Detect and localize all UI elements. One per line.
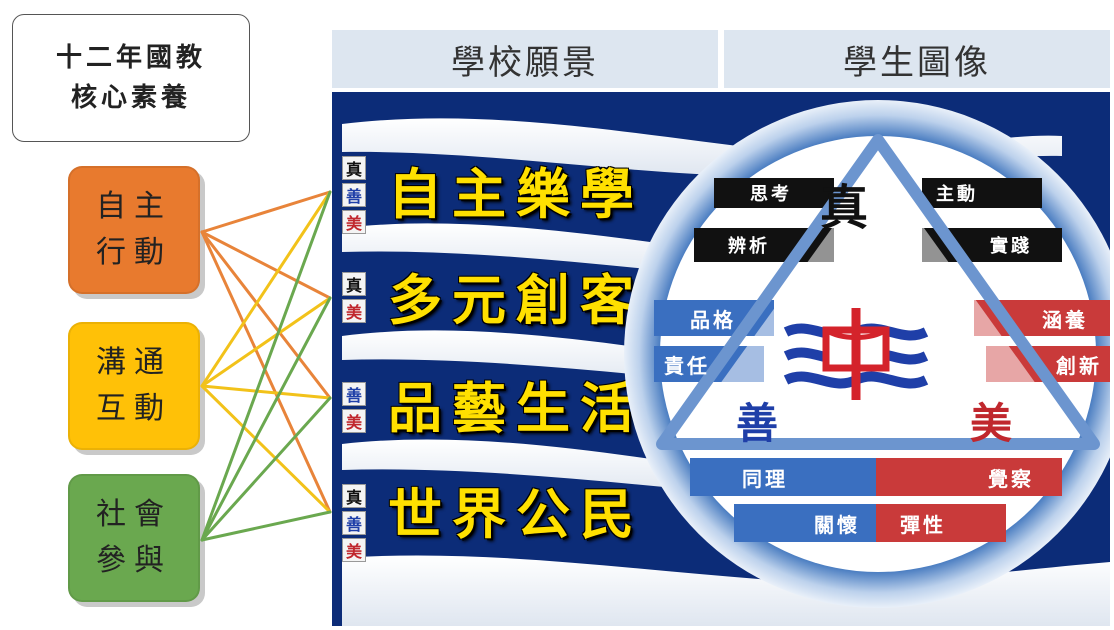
band-empathy: [690, 458, 876, 496]
trait-responsibility: 責任: [664, 353, 710, 378]
core-line-2: 核心素養: [70, 83, 191, 113]
wave-band: [342, 555, 1110, 626]
trait-awareness: 覺察: [988, 466, 1034, 491]
core-competency-box: 十二年國教 核心素養: [12, 14, 250, 142]
trait-flexibility: 彈性: [900, 512, 946, 537]
tag-beauty: 美: [342, 409, 366, 433]
band-flexibility: [876, 504, 1006, 542]
vision-tags: 善 美: [342, 382, 368, 433]
trait-empathy: 同理: [742, 466, 788, 491]
tag-truth: 真: [342, 156, 366, 180]
competency-communication: 溝通 互動: [68, 322, 200, 450]
header-student-portrait: 學生圖像: [724, 30, 1110, 88]
link-social-2: [200, 296, 332, 542]
link-communication-3: [200, 384, 332, 400]
vision-diverse-maker: 多元創客: [388, 268, 644, 332]
link-social-3: [200, 396, 332, 542]
vision-autonomous-learning: 自主樂學: [388, 162, 644, 226]
trait-character: 品格: [690, 307, 736, 332]
trait-care: 關懷: [814, 512, 860, 537]
triangle-fill: [684, 164, 1072, 434]
tag-beauty: 美: [342, 299, 366, 323]
trait-cultivation: 涵養: [1042, 307, 1088, 332]
vision-character-arts-life: 品藝生活: [388, 376, 644, 440]
trait-initiative: 主動: [936, 184, 978, 205]
competency-label-line1: 自主: [96, 189, 172, 224]
vision-tags: 真 美: [342, 272, 368, 323]
tag-goodness: 善: [342, 382, 366, 406]
trait-practice: 實踐: [990, 236, 1032, 257]
tag-beauty: 美: [342, 210, 366, 234]
link-autonomous-1: [200, 190, 332, 234]
link-autonomous-4: [200, 230, 332, 514]
link-social-4: [200, 510, 332, 542]
school-logo: [783, 308, 929, 400]
competency-label-line2: 互動: [96, 391, 172, 426]
link-autonomous-2: [200, 230, 332, 300]
trait-think: 思考: [750, 184, 792, 205]
tag-truth: 真: [342, 484, 366, 508]
student-portrait-emblem: 真 善 美 思考 主動 辨析 實踐 品格 責任 涵養 創新 同理 覺察 關懷 彈…: [624, 100, 1110, 608]
link-communication-4: [200, 384, 332, 514]
label-truth: 真: [820, 180, 869, 236]
link-social-1: [200, 190, 332, 542]
link-communication-1: [200, 190, 332, 388]
competency-label-line1: 社會: [96, 497, 172, 532]
competency-social-participation: 社會 參與: [68, 474, 200, 602]
vision-tags: 真 善 美: [342, 484, 368, 562]
portrait-triangle: [656, 134, 1100, 450]
vision-tags: 真 善 美: [342, 156, 368, 234]
label-beauty: 美: [970, 399, 1013, 448]
emblem-rings: [624, 100, 1110, 608]
tag-goodness: 善: [342, 183, 366, 207]
band-awareness: [876, 458, 1062, 496]
wave-band: [342, 439, 762, 496]
tag-beauty: 美: [342, 538, 366, 562]
tag-goodness: 善: [342, 511, 366, 535]
band-care: [734, 504, 876, 542]
band-initiative: [922, 178, 1042, 208]
trait-discern: 辨析: [728, 236, 770, 257]
vision-panel: 真 善 美 自主樂學 真 美 多元創客 善 美 品藝生活 真 善 美 世界公民: [332, 92, 1110, 626]
competency-autonomous-action: 自主 行動: [68, 166, 200, 294]
competency-label-line2: 行動: [96, 235, 172, 270]
band-think: [714, 178, 834, 208]
core-line-1: 十二年國教: [55, 43, 206, 73]
label-goodness: 善: [736, 399, 779, 448]
competency-label-line1: 溝通: [96, 345, 172, 380]
trait-innovation: 創新: [1056, 353, 1102, 378]
header-school-vision: 學校願景: [332, 30, 718, 88]
competency-label-line2: 參與: [96, 543, 172, 578]
vision-global-citizen: 世界公民: [388, 482, 644, 546]
link-autonomous-3: [200, 230, 332, 400]
link-communication-2: [200, 296, 332, 388]
tag-truth: 真: [342, 272, 366, 296]
